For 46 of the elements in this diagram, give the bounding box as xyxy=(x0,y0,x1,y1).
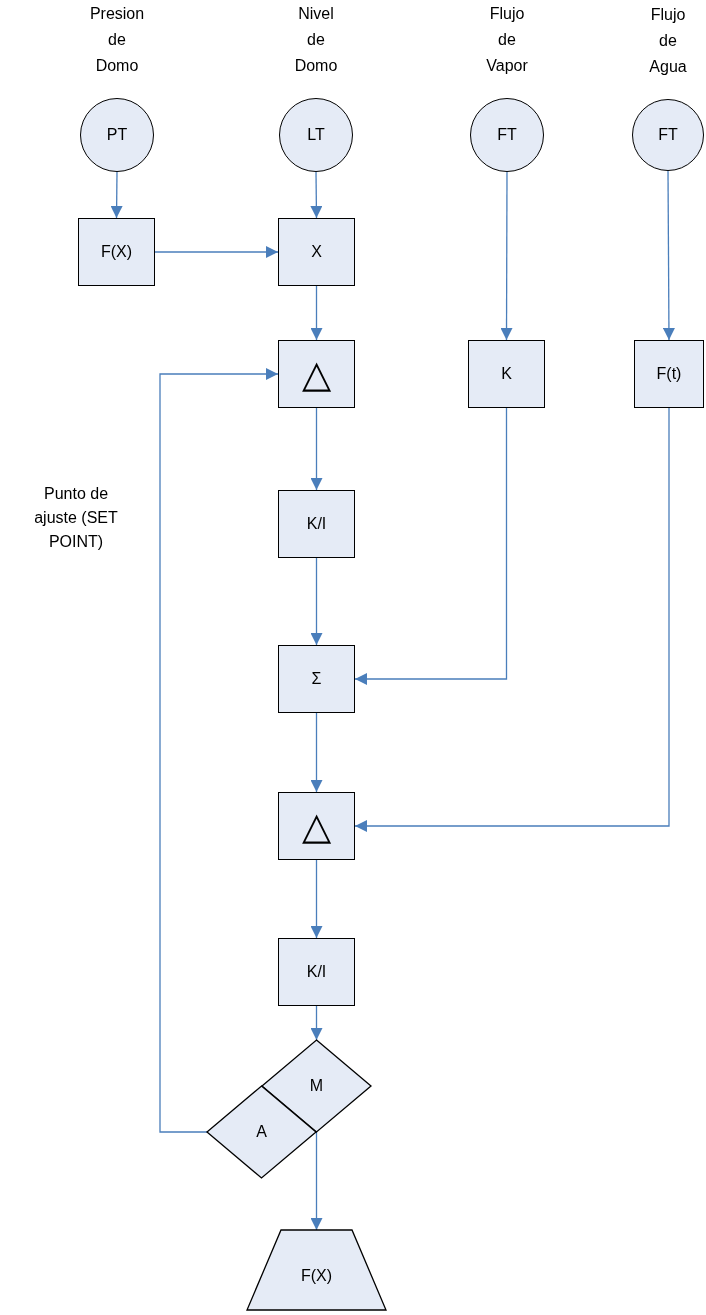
node-label: F(t) xyxy=(656,365,682,383)
function-block xyxy=(278,340,355,408)
arrow xyxy=(310,1005,323,1041)
node-label: K/I xyxy=(306,515,327,533)
arrow xyxy=(310,285,323,341)
node-label: △ xyxy=(302,807,331,845)
function-block xyxy=(278,792,355,860)
function-block xyxy=(278,490,355,558)
node-label: FT xyxy=(658,126,678,144)
node-label: F(X) xyxy=(300,1267,333,1285)
arrow xyxy=(354,407,670,832)
node-label: M xyxy=(309,1077,324,1095)
node-label: PT xyxy=(106,126,128,144)
node-label: Σ xyxy=(311,670,322,688)
arrow xyxy=(310,1131,323,1231)
function-block xyxy=(278,218,355,286)
node-label: K/I xyxy=(306,963,327,981)
arrow xyxy=(310,557,323,646)
arrow xyxy=(310,407,323,491)
arrow xyxy=(354,407,508,685)
arrow xyxy=(500,171,513,341)
arrow xyxy=(310,712,323,793)
measurement-heading: Flujo de Agua xyxy=(649,5,687,77)
node-label: F(X) xyxy=(100,243,133,261)
arrow xyxy=(310,171,323,219)
function-block xyxy=(634,340,704,408)
function-block xyxy=(78,218,155,286)
function-block xyxy=(468,340,545,408)
node-label: FT xyxy=(497,126,517,144)
measurement-heading: Presion de Domo xyxy=(89,4,145,76)
node-label: LT xyxy=(307,126,325,144)
setpoint-note: Punto de ajuste (SET POINT) xyxy=(33,484,119,552)
node-label: K xyxy=(501,365,512,383)
arrow xyxy=(154,246,279,258)
output-trapezoid xyxy=(247,1230,386,1310)
arrow xyxy=(159,368,279,1133)
node-label: X xyxy=(311,243,322,261)
arrow xyxy=(110,171,123,219)
node-label: A xyxy=(256,1123,267,1141)
measurement-heading: Nivel de Domo xyxy=(294,4,338,76)
node-label: △ xyxy=(302,355,331,393)
measurement-heading: Flujo de Vapor xyxy=(486,4,528,76)
arrow xyxy=(310,859,323,939)
arrow xyxy=(662,170,675,341)
function-block xyxy=(278,938,355,1006)
function-block xyxy=(278,645,355,713)
